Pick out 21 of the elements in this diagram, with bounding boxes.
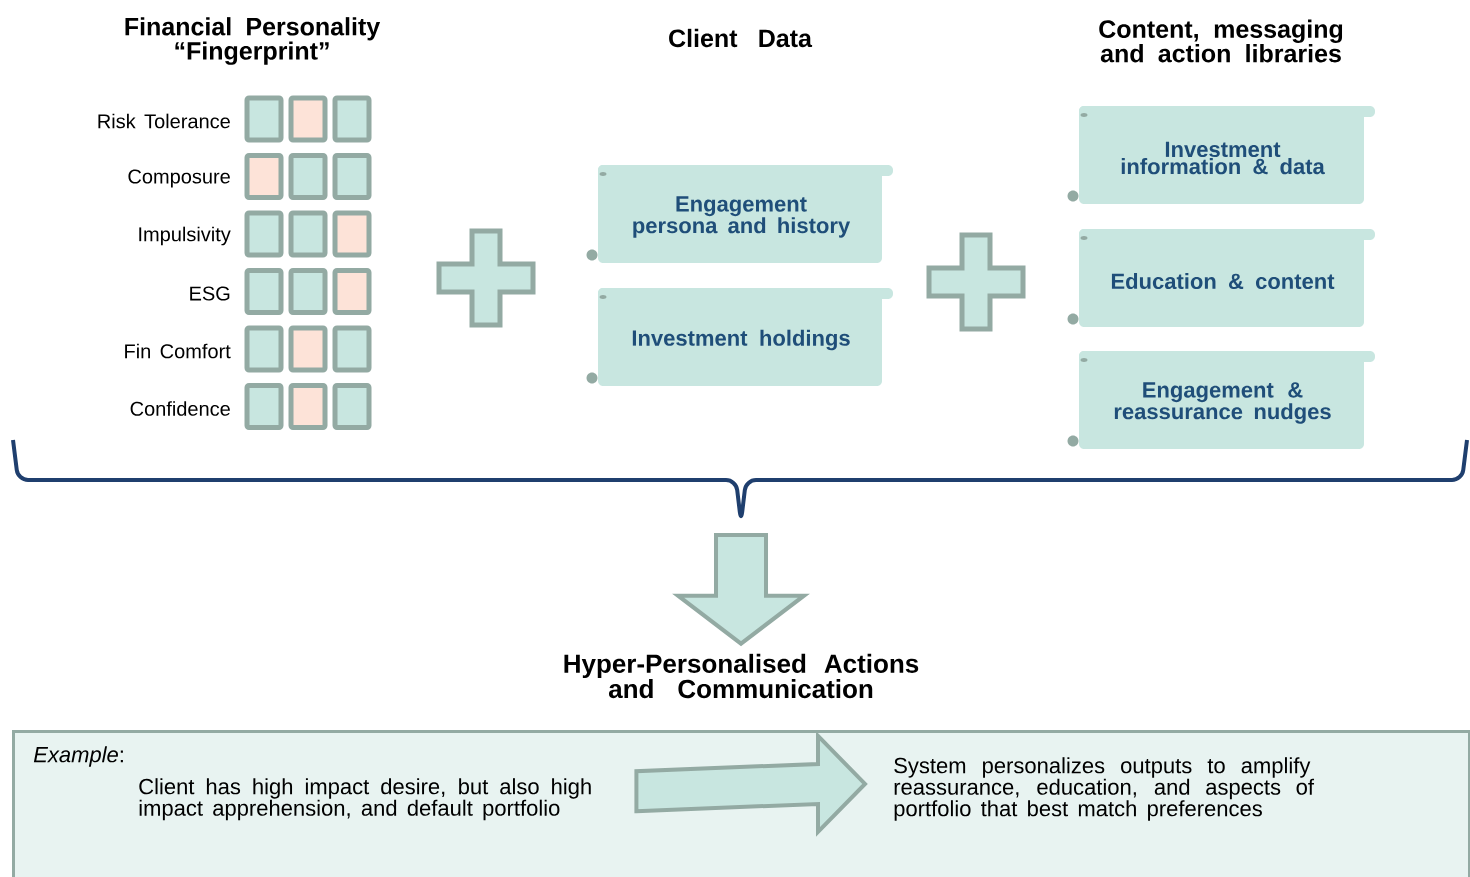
row-label: Impulsivity [139, 226, 231, 246]
column-heading: Content, messaging and action libraries [1099, 19, 1343, 63]
row-label: ESG [190, 286, 230, 301]
column-heading: Client Data [669, 28, 813, 48]
scroll-box: Engagement & reassurance nudges [1067, 351, 1375, 449]
result-text: System personalizes outputs to amplify reassurance, education, and aspects of portfolio that best match preferences [894, 757, 1315, 821]
plus-sign [926, 232, 1026, 332]
row-label: Composure [128, 169, 230, 188]
scroll-box: Engagement persona and history [586, 165, 893, 263]
column-heading: Financial Personality “Fingerprint” [125, 17, 381, 65]
result-heading: Hyper-Personalised Actions and Communication [564, 653, 919, 699]
example-text: Client has high impact desire, but also high impact apprehension, and default portfolio [139, 778, 591, 821]
block-arrow [634, 731, 868, 837]
scroll-box: Education & content [1067, 229, 1375, 327]
scroll-box: Investment holdings [586, 288, 893, 386]
block-arrow [672, 533, 810, 647]
row-label: Confidence [130, 401, 230, 416]
plus-sign [436, 228, 536, 328]
scroll-box: Investment information & data [1067, 106, 1375, 204]
row-label: Risk Tolerance [98, 113, 230, 129]
row-label: Fin Comfort [125, 343, 231, 359]
